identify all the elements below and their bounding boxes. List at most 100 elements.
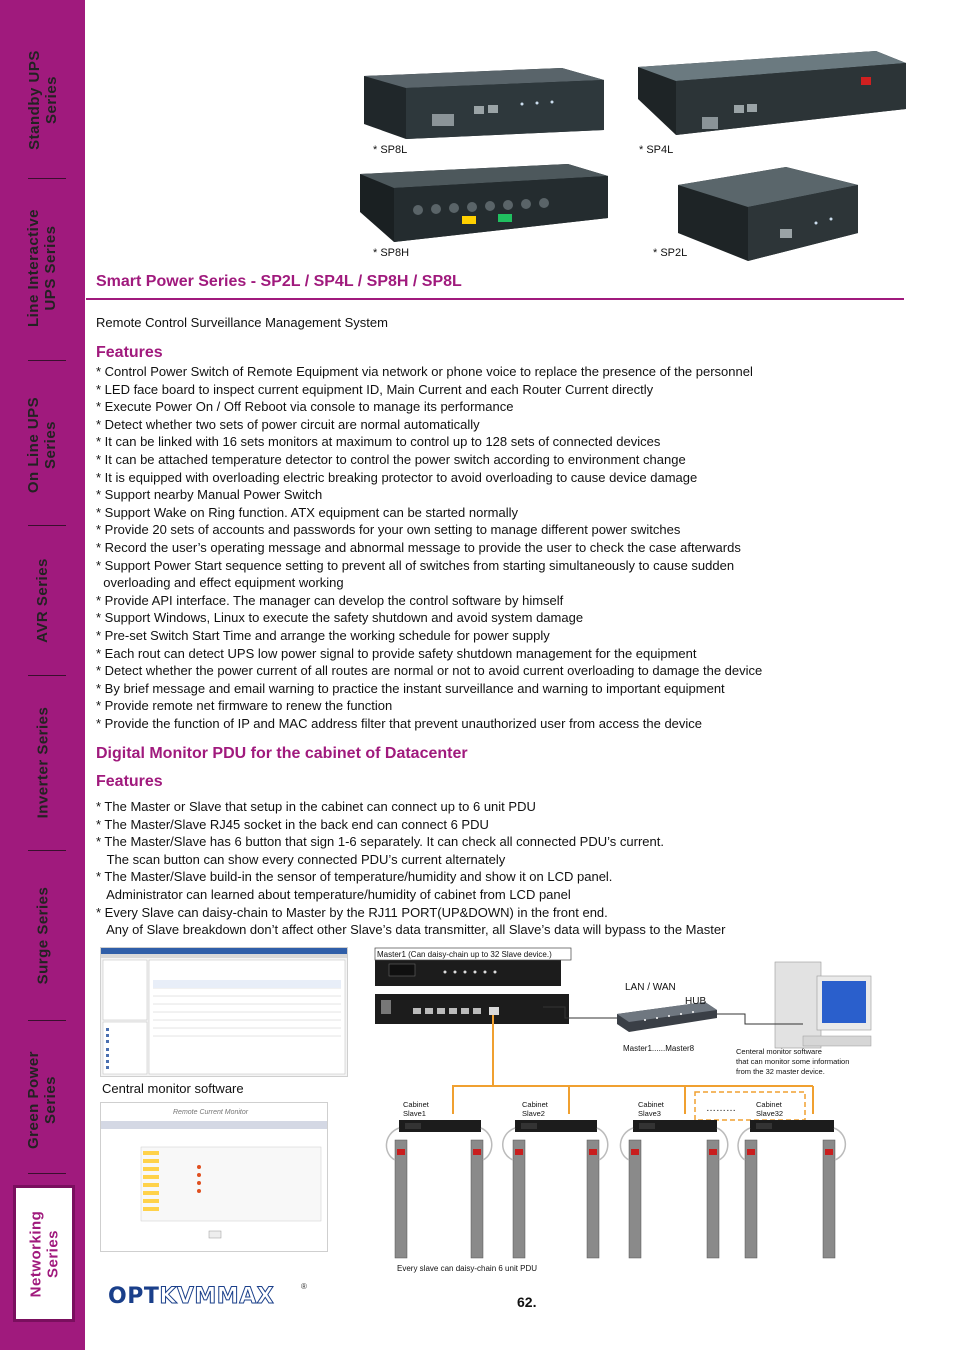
master-label: Master1 (Can daisy-chain up to 32 Slave …: [377, 950, 552, 959]
computer-tower: [774, 961, 822, 1049]
sidebar-label: Standby UPS: [25, 50, 43, 150]
software-window-illustration: [101, 948, 347, 1075]
sidebar-divider: [28, 850, 66, 851]
list-item: * It can be attached temperature detecto…: [96, 451, 686, 467]
sidebar-label: Surge Series: [34, 886, 51, 984]
monitor-software-screenshot: [100, 947, 348, 1077]
product-caption: * SP2L: [653, 247, 688, 259]
master-range-label: Master1......Master8: [623, 1044, 695, 1053]
sidebar-divider: [28, 1173, 66, 1174]
product-photo-sp8h: [360, 164, 608, 242]
list-item: * Each rout can detect UPS low power sig…: [96, 645, 697, 661]
pdu-network-diagram: Master1 (Can daisy-chain up to 32 Slave …: [374, 947, 872, 1273]
sidebar-divider: [28, 1020, 66, 1021]
product-caption: * SP4L: [639, 144, 674, 156]
list-item: * The Master/Slave has 6 button that sig…: [96, 834, 664, 850]
slave-unit-1: [399, 1120, 481, 1132]
logo-text: KVMMAX: [159, 1284, 275, 1310]
list-item: * Support Wake on Ring function. ATX equ…: [96, 504, 519, 520]
pdu-strips: [394, 1139, 836, 1259]
features-heading: Features: [96, 344, 163, 361]
list-item: * Provide API interface. The manager can…: [96, 592, 564, 608]
sidebar-label: Series: [42, 420, 60, 470]
section-subtitle: Remote Control Surveillance Management S…: [96, 315, 388, 330]
screenshot-caption: Central monitor software: [102, 1081, 244, 1096]
sidebar-label: On Line UPS: [25, 396, 43, 494]
sidebar-label: Green Power: [25, 1050, 43, 1150]
sidebar-item-avr[interactable]: AVR Series: [0, 535, 85, 665]
central-note-line: that can monitor some information: [736, 1057, 849, 1066]
section-title-digital-pdu: Digital Monitor PDU for the cabinet of D…: [96, 745, 468, 762]
list-item: * Provide 20 sets of accounts and passwo…: [96, 522, 681, 538]
list-item: * Control Power Switch of Remote Equipme…: [96, 364, 753, 379]
slave-unit-3: [633, 1120, 717, 1132]
brand-logo: OPTKVMMAX: [108, 1284, 275, 1310]
panel-title: Remote Current Monitor: [173, 1109, 249, 1116]
pdu-feature-list: * The Master or Slave that setup in the …: [96, 798, 725, 939]
list-item: * The Master/Slave build-in the sensor o…: [96, 869, 613, 885]
bottom-note: Every slave can daisy-chain 6 unit PDU: [397, 1264, 537, 1273]
list-item: * LED face board to inspect current equi…: [96, 381, 654, 397]
list-item: * Support Windows, Linux to execute the …: [96, 610, 584, 626]
section-divider: [86, 298, 904, 300]
logo-text: OPT: [108, 1284, 160, 1309]
list-item: * Provide the function of IP and MAC add…: [96, 715, 703, 731]
product-photo-sp4l: [638, 51, 906, 135]
slave-unit-2: [515, 1120, 597, 1132]
smart-power-feature-list: * Control Power Switch of Remote Equipme…: [96, 363, 762, 732]
sidebar-label: Line Interactive: [25, 208, 43, 327]
list-item: overloading and effect equipment working: [96, 575, 344, 591]
slave-label: Slave1: [403, 1109, 426, 1118]
master-label-box: [374, 947, 572, 961]
sidebar-label: Series: [44, 1229, 61, 1278]
list-item: * Detect whether two sets of power circu…: [96, 416, 480, 432]
list-item: * Every Slave can daisy-chain to Master …: [96, 904, 608, 920]
product-caption: * SP8L: [373, 144, 408, 156]
page-number: 62.: [517, 1294, 537, 1310]
list-item: * It is equipped with overloading electr…: [96, 469, 698, 485]
sidebar-divider: [28, 525, 66, 526]
lan-wan-label: LAN / WAN: [625, 982, 676, 993]
sidebar-label: Networking: [27, 1210, 44, 1297]
list-item: * Execute Power On / Off Reboot via cons…: [96, 399, 514, 415]
sidebar-item-surge[interactable]: Surge Series: [0, 860, 85, 1010]
slave-label: Slave2: [522, 1109, 545, 1118]
central-note-line: from the 32 master device.: [736, 1067, 825, 1076]
slave-label: Cabinet: [756, 1100, 783, 1109]
sidebar-label: Series: [42, 75, 60, 125]
registered-mark: ®: [301, 1282, 307, 1291]
master-rear-unit: [375, 994, 569, 1024]
list-item: * Support nearby Manual Power Switch: [96, 487, 323, 503]
list-item: * The Master or Slave that setup in the …: [96, 799, 536, 814]
slave-label: Slave3: [638, 1109, 661, 1118]
slave-label: Cabinet: [638, 1100, 665, 1109]
list-item: * The Master/Slave RJ45 socket in the ba…: [96, 816, 489, 832]
list-item: * By brief message and email warning to …: [96, 680, 725, 696]
sidebar-divider: [28, 360, 66, 361]
product-photo-sp2l: [678, 167, 858, 261]
list-item: * Provide remote net firmware to renew t…: [96, 698, 393, 714]
sidebar-divider: [28, 178, 66, 179]
list-item: * Support Power Start sequence setting t…: [96, 557, 735, 573]
product-photo-sp8l: [364, 68, 604, 139]
slave-unit-32: [750, 1120, 834, 1132]
sidebar-item-inverter[interactable]: Inverter Series: [0, 685, 85, 840]
sidebar-divider: [28, 675, 66, 676]
slave-label: Cabinet: [403, 1100, 430, 1109]
current-monitor-screenshot: Remote Current Monitor: [100, 1102, 328, 1252]
list-item: * Detect whether the power current of al…: [96, 663, 763, 679]
list-item: Any of Slave breakdown don’t affect othe…: [96, 922, 726, 938]
section-title-smart-power: Smart Power Series - SP2L / SP4L / SP8H …: [96, 273, 462, 290]
sidebar-label: AVR Series: [33, 557, 51, 643]
slave-label: Slave32: [756, 1109, 783, 1118]
sidebar-label: Series: [42, 1075, 60, 1125]
ellipsis: ………: [706, 1103, 736, 1114]
sidebar-label: UPS Series: [42, 224, 60, 311]
list-item: * Pre-set Switch Start Time and arrange …: [96, 627, 550, 643]
